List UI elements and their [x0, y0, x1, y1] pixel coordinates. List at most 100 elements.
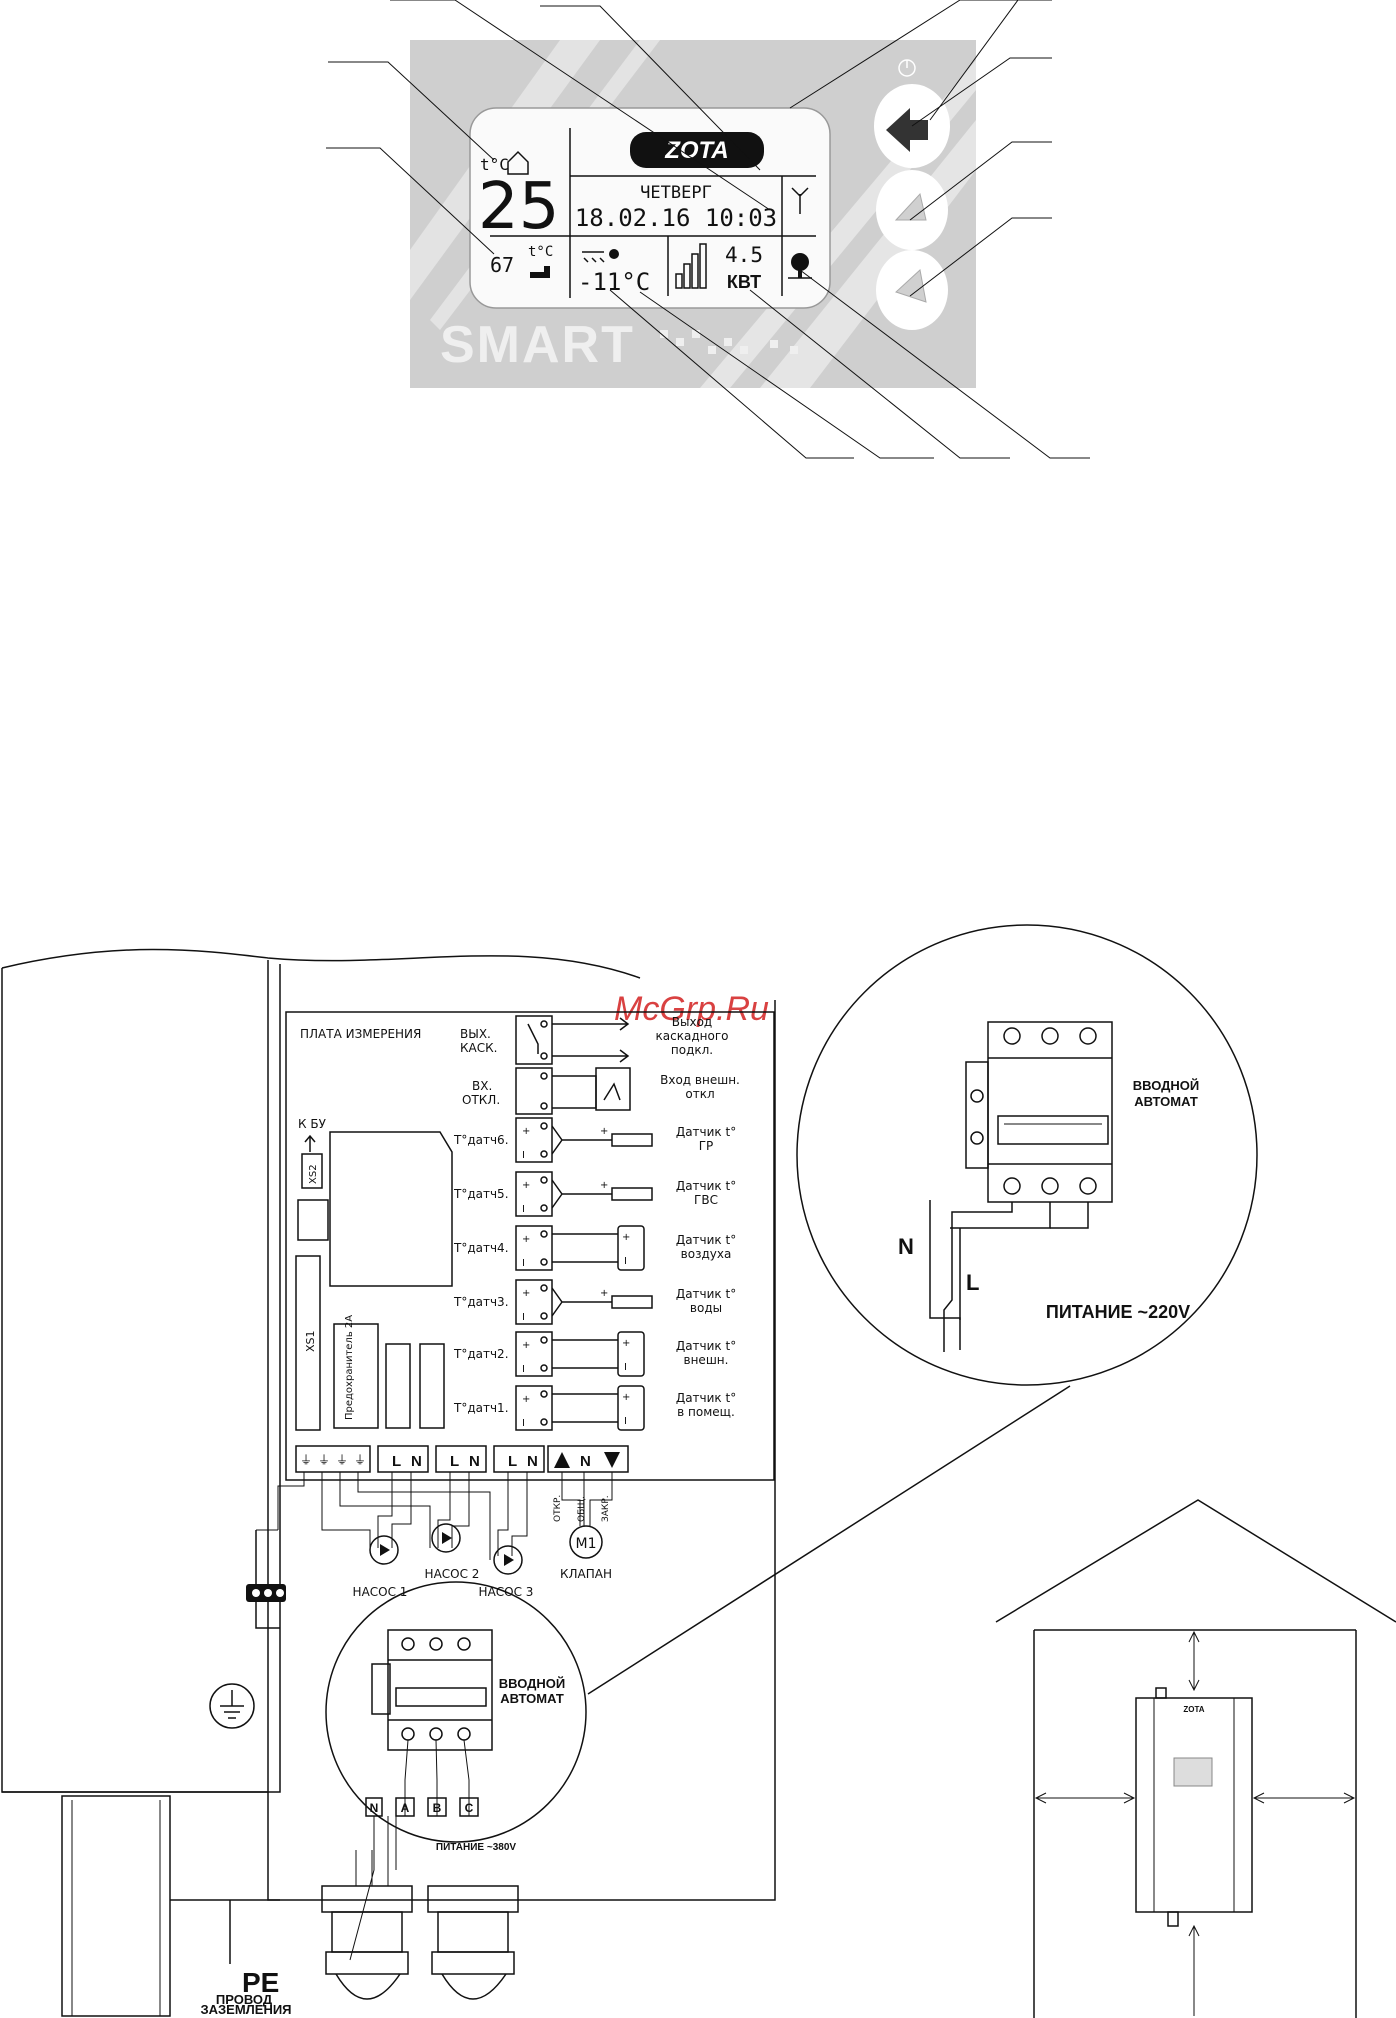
svg-text:I: I	[522, 1204, 525, 1215]
svg-text:I: I	[624, 1256, 627, 1267]
back-arrow-icon	[886, 108, 928, 152]
svg-text:+: +	[522, 1180, 530, 1191]
cascade-terminal	[515, 1015, 553, 1065]
valve-motor-icon	[569, 1525, 603, 1559]
breaker-220-detail: ВВОДНОЙ АВТОМАТ N L ПИТАНИЕ ~220V	[796, 924, 1258, 1386]
cascade-out-label-1: ВЫХ.	[460, 1027, 491, 1041]
cascade-desc-3: подкл.	[671, 1043, 713, 1057]
board-chip	[329, 1131, 453, 1287]
svg-text:⏚: ⏚	[318, 1453, 330, 1467]
svg-text:I: I	[522, 1312, 525, 1323]
relay-block	[297, 1199, 329, 1241]
pump-1-label: НАСОС 1	[353, 1585, 408, 1599]
house-unit-brand: ZOTA	[1183, 1705, 1204, 1714]
sensor-1-desc: Датчик t°	[676, 1391, 736, 1405]
svg-text:+: +	[622, 1392, 630, 1403]
house-unit-screen	[1173, 1757, 1213, 1787]
svg-text:+: +	[522, 1394, 530, 1405]
watermark: McGrp.Ru	[614, 990, 769, 1028]
clearance-arrows	[1034, 1630, 1356, 2016]
sensor-row: T°датч5. +I + Датчик t° ГВС	[453, 1171, 736, 1217]
ext-switch	[595, 1067, 631, 1111]
fuse-block	[333, 1323, 379, 1429]
sensor-1-sub: в помещ.	[677, 1405, 735, 1419]
measurement-board: ПЛАТА ИЗМЕРЕНИЯ К БУ XS2 XS1 Предохранит…	[256, 1011, 775, 1599]
terminal-n-2: N	[469, 1453, 480, 1470]
ground-symbol-icon	[209, 1683, 255, 1729]
sensor-row: T°датч1. +I +I Датчик t° в помещ.	[453, 1385, 736, 1431]
sensor-5-desc: Датчик t°	[676, 1179, 736, 1193]
svg-text:+: +	[600, 1288, 608, 1299]
valve-terminals: N	[547, 1445, 629, 1473]
terminal-n-valve: N	[580, 1453, 591, 1470]
pump-wiring	[256, 1472, 613, 1560]
xs1-connector	[295, 1255, 321, 1431]
breaker-220-title-2: АВТОМАТ	[1134, 1094, 1198, 1109]
cascade-out-label-2: КАСК.	[460, 1041, 497, 1055]
cable-gland-2	[427, 1885, 519, 2000]
terminal-n-1: N	[411, 1453, 422, 1470]
power-indicator-icon	[898, 59, 916, 77]
dhw-temp-unit: t°C	[528, 244, 553, 260]
ext-off-desc-1: Вход внешн.	[660, 1073, 740, 1087]
svg-text:+: +	[522, 1234, 530, 1245]
fuse-label: Предохранитель 2А	[344, 1315, 355, 1420]
pump-2-icon	[431, 1523, 461, 1553]
valve-common-label: ОБЩ.	[577, 1496, 587, 1522]
pump-1-icon	[369, 1535, 399, 1565]
svg-text:+: +	[622, 1232, 630, 1243]
svg-text:+: +	[522, 1288, 530, 1299]
room-temp-unit: t°C	[480, 155, 509, 174]
xs1-label: XS1	[304, 1330, 317, 1352]
svg-text:⏚: ⏚	[336, 1453, 348, 1467]
sensor-4-sub: воздуха	[681, 1247, 732, 1261]
svg-text:+: +	[622, 1338, 630, 1349]
xs2-label: XS2	[308, 1164, 319, 1184]
relay-2	[419, 1343, 445, 1429]
valve-open-label: ОТКР.	[553, 1495, 563, 1522]
sensor-row: T°датч2. +I +I Датчик t° внешн.	[453, 1331, 736, 1377]
pump-2-label: НАСОС 2	[425, 1567, 480, 1581]
ext-off-label-1: ВХ.	[472, 1079, 492, 1093]
valve-close-label: ЗАКР.	[601, 1495, 611, 1522]
terminal-l-3: L	[508, 1453, 517, 1470]
house-boiler-unit	[1135, 1697, 1253, 1913]
svg-text:⏚: ⏚	[300, 1453, 312, 1467]
breaker-380-supply: ПИТАНИЕ ~380V	[436, 1842, 516, 1853]
smart-dots	[660, 330, 798, 354]
sensor-4-label: T°датч4.	[453, 1241, 509, 1255]
tap-icon	[530, 266, 550, 278]
ext-off-terminal	[515, 1067, 553, 1115]
svg-text:+: +	[522, 1126, 530, 1137]
breaker-380-title-2: АВТОМАТ	[500, 1691, 564, 1706]
dhw-temp: 67	[490, 253, 514, 277]
sensor-3-desc: Датчик t°	[676, 1287, 736, 1301]
svg-text:I: I	[624, 1416, 627, 1427]
svg-text:I: I	[522, 1258, 525, 1269]
sensor-4-desc: Датчик t°	[676, 1233, 736, 1247]
room-temp: 25	[478, 170, 559, 244]
outdoor-temp: -11°C	[578, 268, 650, 296]
house-icon	[507, 150, 529, 175]
breaker-220-n: N	[898, 1234, 914, 1259]
sensor-6-label: T°датч6.	[453, 1133, 509, 1147]
relay-1	[385, 1343, 411, 1429]
board-title: ПЛАТА ИЗМЕРЕНИЯ	[300, 1027, 421, 1041]
sensor-5-sub: ГВС	[694, 1193, 718, 1207]
motor-label: M1	[576, 1536, 597, 1552]
zota-logo-text: ZOTA	[664, 137, 729, 164]
power-terminals: L N L N L N	[377, 1445, 545, 1473]
house-diagram: ZOTA	[995, 1499, 1396, 2018]
terminal-l-2: L	[450, 1453, 459, 1470]
svg-text:I: I	[522, 1150, 525, 1161]
boiler-enclosure	[1, 948, 776, 2017]
sensor-6-desc: Датчик t°	[676, 1125, 736, 1139]
power-value: 4.5	[725, 243, 763, 267]
tree-icon	[788, 253, 812, 279]
power-bars-icon	[675, 243, 707, 289]
ground-wire-label-2: ЗАЗЕМЛЕНИЯ	[200, 2002, 291, 2017]
svg-text:+: +	[600, 1126, 608, 1137]
outdoor-weather-icon	[582, 249, 619, 263]
svg-text:+: +	[600, 1180, 608, 1191]
